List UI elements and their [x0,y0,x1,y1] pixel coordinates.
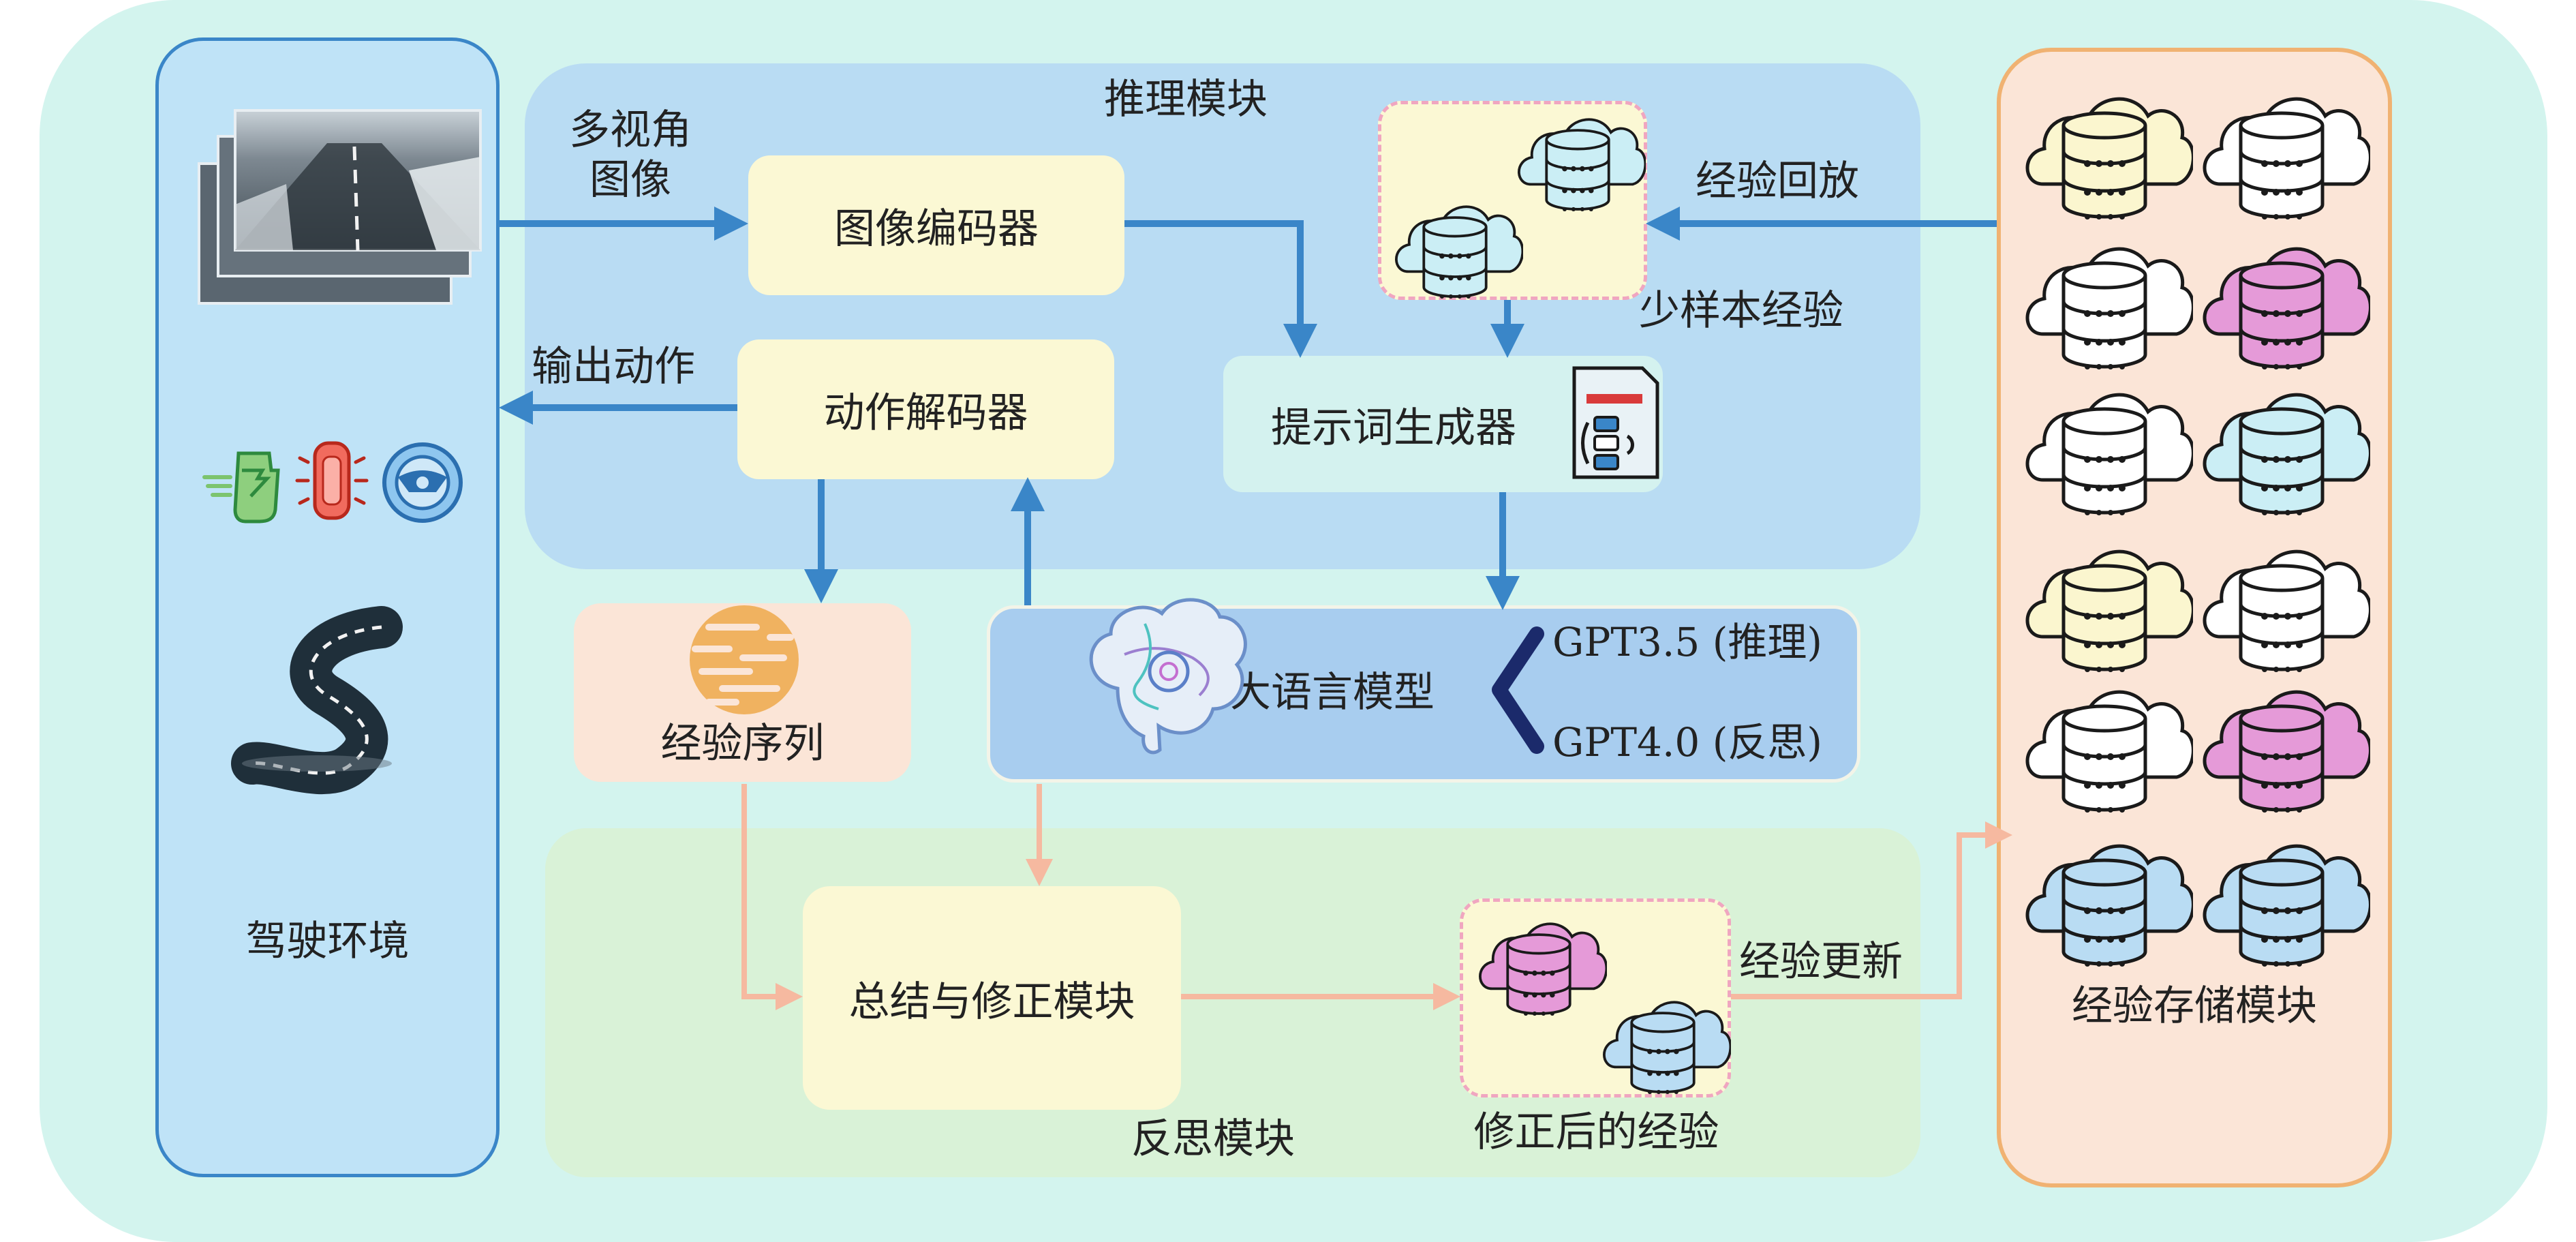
experience-storage-title: 经验存储模块 [2072,982,2317,1030]
corrected-experience-label: 修正后的经验 [1473,1108,1719,1156]
storage-cloud-db-icons [2027,99,2370,967]
multi-view-images [198,109,482,305]
few-shot-label: 少样本经验 [1639,287,1843,335]
brake-pedal-icon [295,441,369,520]
sequence-to-summary-arrow [741,784,803,1010]
image-encoder-box: 图像编码器 [748,155,1124,295]
corrected-cloud-db-icon [1478,922,1731,1094]
action-decoder-label: 动作解码器 [823,389,1028,437]
experience-sequence-icon [690,605,799,714]
prompt-generator-label: 提示词生成器 [1271,404,1516,452]
accelerator-pedal-icon [202,451,280,524]
experience-update-arrow [1731,821,2012,999]
model-bracket [1492,626,1544,754]
reasoning-module-panel [525,63,1920,569]
experience-sequence-label: 经验序列 [660,720,825,768]
few-shot-cloud-db-icon [1394,118,1646,299]
image-encoder-label: 图像编码器 [834,205,1039,253]
llm-label: 大语言模型 [1230,669,1435,716]
document-icon [1572,366,1659,479]
steering-wheel-icon [382,442,463,523]
encoder-to-prompt-arrow [1124,220,1317,358]
experience-replay-label: 经验回放 [1696,157,1859,205]
gpt35-label: GPT3.5 (推理) [1552,619,1822,665]
gpt40-label: GPT4.0 (反思) [1552,719,1822,766]
summary-correction-box: 总结与修正模块 [803,886,1181,1110]
winding-road-icon [231,606,403,794]
reflection-module-title: 反思模块 [1131,1115,1295,1163]
multi-view-label-line2: 图像 [589,156,671,204]
multi-view-label-line1: 多视角 [569,106,692,154]
brain-icon [1089,598,1247,755]
output-action-label: 输出动作 [532,343,695,391]
experience-update-label: 经验更新 [1739,938,1903,986]
action-decoder-box: 动作解码器 [737,339,1114,479]
driving-environment-title: 驾驶环境 [245,918,410,965]
summary-correction-label: 总结与修正模块 [848,978,1135,1026]
reasoning-module-title: 推理模块 [1104,76,1268,123]
